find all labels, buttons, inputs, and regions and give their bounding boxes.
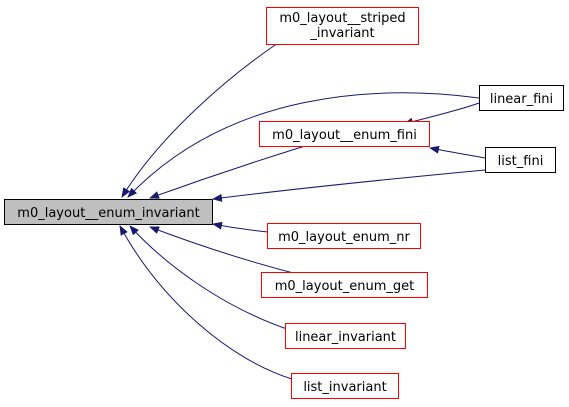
node-enum-get-label: m0_layout_enum_get bbox=[275, 279, 414, 294]
node-list-invariant[interactable]: list_invariant bbox=[291, 373, 399, 399]
edge-list-fini-to-enum-fini bbox=[429, 145, 486, 159]
edge-linear-fini-to-root bbox=[127, 92, 480, 198]
node-striped-invariant[interactable]: m0_layout__striped _invariant bbox=[266, 7, 419, 45]
node-list-invariant-label: list_invariant bbox=[303, 380, 386, 395]
node-striped-invariant-label-1: m0_layout__striped bbox=[279, 11, 405, 26]
edge-linear-fini-to-enum-fini bbox=[403, 102, 480, 126]
node-linear-invariant[interactable]: linear_invariant bbox=[285, 323, 406, 349]
edge-enum-fini-to-root bbox=[149, 145, 306, 199]
node-list-fini-label: list_fini bbox=[498, 154, 544, 169]
node-linear-fini[interactable]: linear_fini bbox=[479, 85, 564, 111]
node-list-fini[interactable]: list_fini bbox=[485, 147, 556, 173]
node-root[interactable]: m0_layout__enum_invariant bbox=[4, 199, 213, 225]
node-enum-get[interactable]: m0_layout_enum_get bbox=[261, 272, 428, 298]
edges bbox=[119, 40, 486, 380]
node-enum-nr[interactable]: m0_layout_enum_nr bbox=[267, 223, 421, 249]
node-striped-invariant-label-2: _invariant bbox=[309, 26, 374, 41]
node-root-label: m0_layout__enum_invariant bbox=[17, 206, 199, 221]
edge-striped-to-root bbox=[121, 40, 282, 198]
node-enum-fini-label: m0_layout__enum_fini bbox=[272, 128, 417, 143]
node-linear-invariant-label: linear_invariant bbox=[295, 330, 396, 345]
edge-enum-nr-to-root bbox=[212, 221, 269, 233]
node-enum-fini[interactable]: m0_layout__enum_fini bbox=[259, 121, 430, 147]
node-enum-nr-label: m0_layout_enum_nr bbox=[278, 230, 410, 245]
edge-linear-invariant-to-root bbox=[129, 225, 291, 331]
edge-list-fini-to-root bbox=[212, 169, 486, 202]
edge-list-invariant-to-root bbox=[119, 225, 293, 380]
edge-enum-get-to-root bbox=[149, 226, 302, 276]
node-linear-fini-label: linear_fini bbox=[490, 92, 553, 107]
